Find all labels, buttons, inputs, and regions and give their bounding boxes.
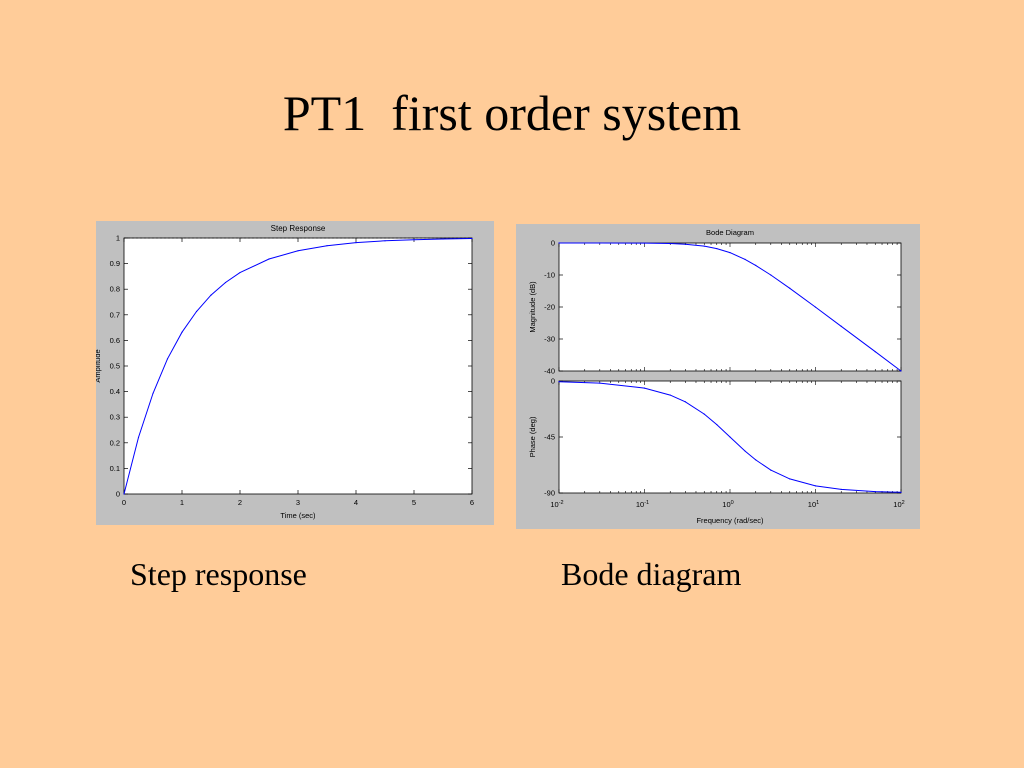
step-y-tick-label: 0.8 [110, 285, 120, 294]
bode-magnitude-y-tick-label: -20 [544, 303, 555, 312]
step-y-tick-label: 0.5 [110, 362, 120, 371]
bode-magnitude-y-tick-label: -30 [544, 335, 555, 344]
bode-magnitude-point [755, 264, 757, 266]
step-response-point [210, 294, 212, 296]
bode-phase-point [558, 381, 560, 383]
step-response-point [268, 258, 270, 260]
bode-phase-point [789, 478, 791, 480]
step-y-tick-label: 0.2 [110, 438, 120, 447]
step-response-point [195, 310, 198, 313]
bode-phase-point [755, 459, 757, 461]
bode-magnitude-point [558, 242, 560, 244]
step-response-point [471, 237, 473, 240]
step-response-point [224, 281, 227, 284]
step-response-point [442, 238, 444, 240]
step-response-point [413, 239, 415, 241]
step-x-tick-label: 5 [412, 498, 416, 507]
step-x-tick-label: 4 [354, 498, 358, 507]
step-x-tick-label: 6 [470, 498, 474, 507]
bode-phase-point [703, 413, 705, 415]
bode-phase-point [643, 387, 646, 389]
bode-x-tick-label: 102 [893, 500, 904, 509]
bode-phase-point [814, 485, 817, 487]
bode-magnitude-point [814, 306, 817, 308]
bode-phase-point [716, 423, 718, 426]
bode-magnitude-y-tick-label: 0 [551, 239, 555, 248]
bode-magnitude-point [669, 242, 671, 245]
bode-phase-point [599, 382, 601, 384]
bode-diagram-chart: Bode Diagram 0 -10 -20 -30 -40 Magnitude (dB) 0… [528, 228, 905, 525]
step-response-point [123, 493, 125, 495]
bode-x-tick-label: 101 [808, 500, 819, 509]
bode-phase-point [729, 436, 731, 438]
bode-phase-point [874, 491, 876, 493]
bode-phase-y-tick-label: -45 [544, 433, 555, 442]
bode-magnitude-y-tick-label: -40 [544, 367, 555, 376]
step-response-point [166, 358, 169, 360]
step-response-point [137, 436, 140, 439]
step-y-tick-label: 0.9 [110, 259, 120, 268]
bode-magnitude-point [770, 274, 772, 276]
bode-x-tick-label: 10-1 [636, 500, 649, 509]
bode-magnitude-point [729, 252, 731, 254]
step-response-figure: Step Response 0 1 2 3 4 5 6 0 0.1 0.2 0.3 0.4 0.5 0.6 0… [96, 221, 494, 525]
bode-phase-point [684, 401, 686, 403]
bode-magnitude-point [874, 351, 876, 353]
step-plot-area [123, 237, 473, 495]
bode-magnitude-point [900, 370, 902, 372]
bode-magnitude-point [703, 245, 705, 247]
step-x-tick-label: 0 [122, 498, 126, 507]
bode-magnitude-plot-area [558, 242, 902, 372]
bode-magnitude-point [716, 247, 718, 250]
step-y-tick-label: 0.7 [110, 310, 120, 319]
bode-magnitude-point [684, 243, 686, 245]
bode-phase-curve [558, 381, 902, 493]
step-response-point [181, 331, 183, 333]
bode-title: Bode Diagram [706, 228, 754, 237]
step-x-tick-label: 3 [296, 498, 300, 507]
step-y-label: Amplitude [96, 349, 102, 382]
step-response-point [297, 250, 299, 252]
bode-magnitude-y-tick-label: -10 [544, 271, 555, 280]
step-y-tick-label: 0.3 [110, 413, 120, 422]
bode-phase-y-tick-label: -90 [544, 489, 555, 498]
bode-x-label: Frequency (rad/sec) [696, 516, 764, 525]
bode-diagram-caption: Bode diagram [561, 556, 742, 592]
step-x-tick-label: 2 [238, 498, 242, 507]
bode-phase-point [770, 469, 772, 471]
bode-magnitude-point [744, 258, 746, 260]
bode-x-tick-label: 100 [722, 500, 733, 509]
step-response-chart: Step Response 0 1 2 3 4 5 6 0 0.1 0.2 0.3 0.4 0.5 0.6 0… [96, 224, 474, 520]
step-response-point [326, 245, 328, 247]
bode-phase-point [840, 488, 842, 490]
bode-phase-point [900, 491, 902, 493]
bode-magnitude-y-label: Magnitude (dB) [528, 281, 537, 333]
bode-magnitude-point [789, 287, 791, 289]
step-response-point [355, 242, 357, 244]
step-response-point [152, 392, 154, 394]
step-x-label: Time (sec) [280, 511, 316, 520]
step-response-point [239, 271, 241, 274]
bode-magnitude-curve [559, 242, 902, 372]
step-y-tick-label: 0.4 [110, 387, 120, 396]
step-y-tick-label: 0.6 [110, 336, 120, 345]
bode-x-tick-label: 10-2 [550, 500, 563, 509]
step-title: Step Response [271, 224, 326, 233]
bode-phase-point [744, 450, 746, 452]
step-y-tick-label: 0.1 [110, 464, 120, 473]
bode-magnitude-point [840, 325, 842, 327]
step-response-caption: Step response [130, 556, 307, 592]
bode-magnitude-point [599, 242, 601, 244]
step-y-tick-label: 0 [116, 490, 120, 499]
bode-magnitude-point [643, 242, 646, 244]
slide-title: PT1 first order system [282, 85, 742, 141]
bode-phase-y-tick-label: 0 [551, 377, 555, 386]
step-y-tick-label: 1 [116, 234, 120, 243]
step-x-tick-label: 1 [180, 498, 184, 507]
bode-diagram-figure: Bode Diagram 0 -10 -20 -30 -40 Magnitude (dB) 0… [516, 224, 920, 529]
step-response-point [384, 240, 386, 242]
bode-phase-y-label: Phase (deg) [528, 416, 537, 457]
bode-phase-point [669, 394, 671, 396]
